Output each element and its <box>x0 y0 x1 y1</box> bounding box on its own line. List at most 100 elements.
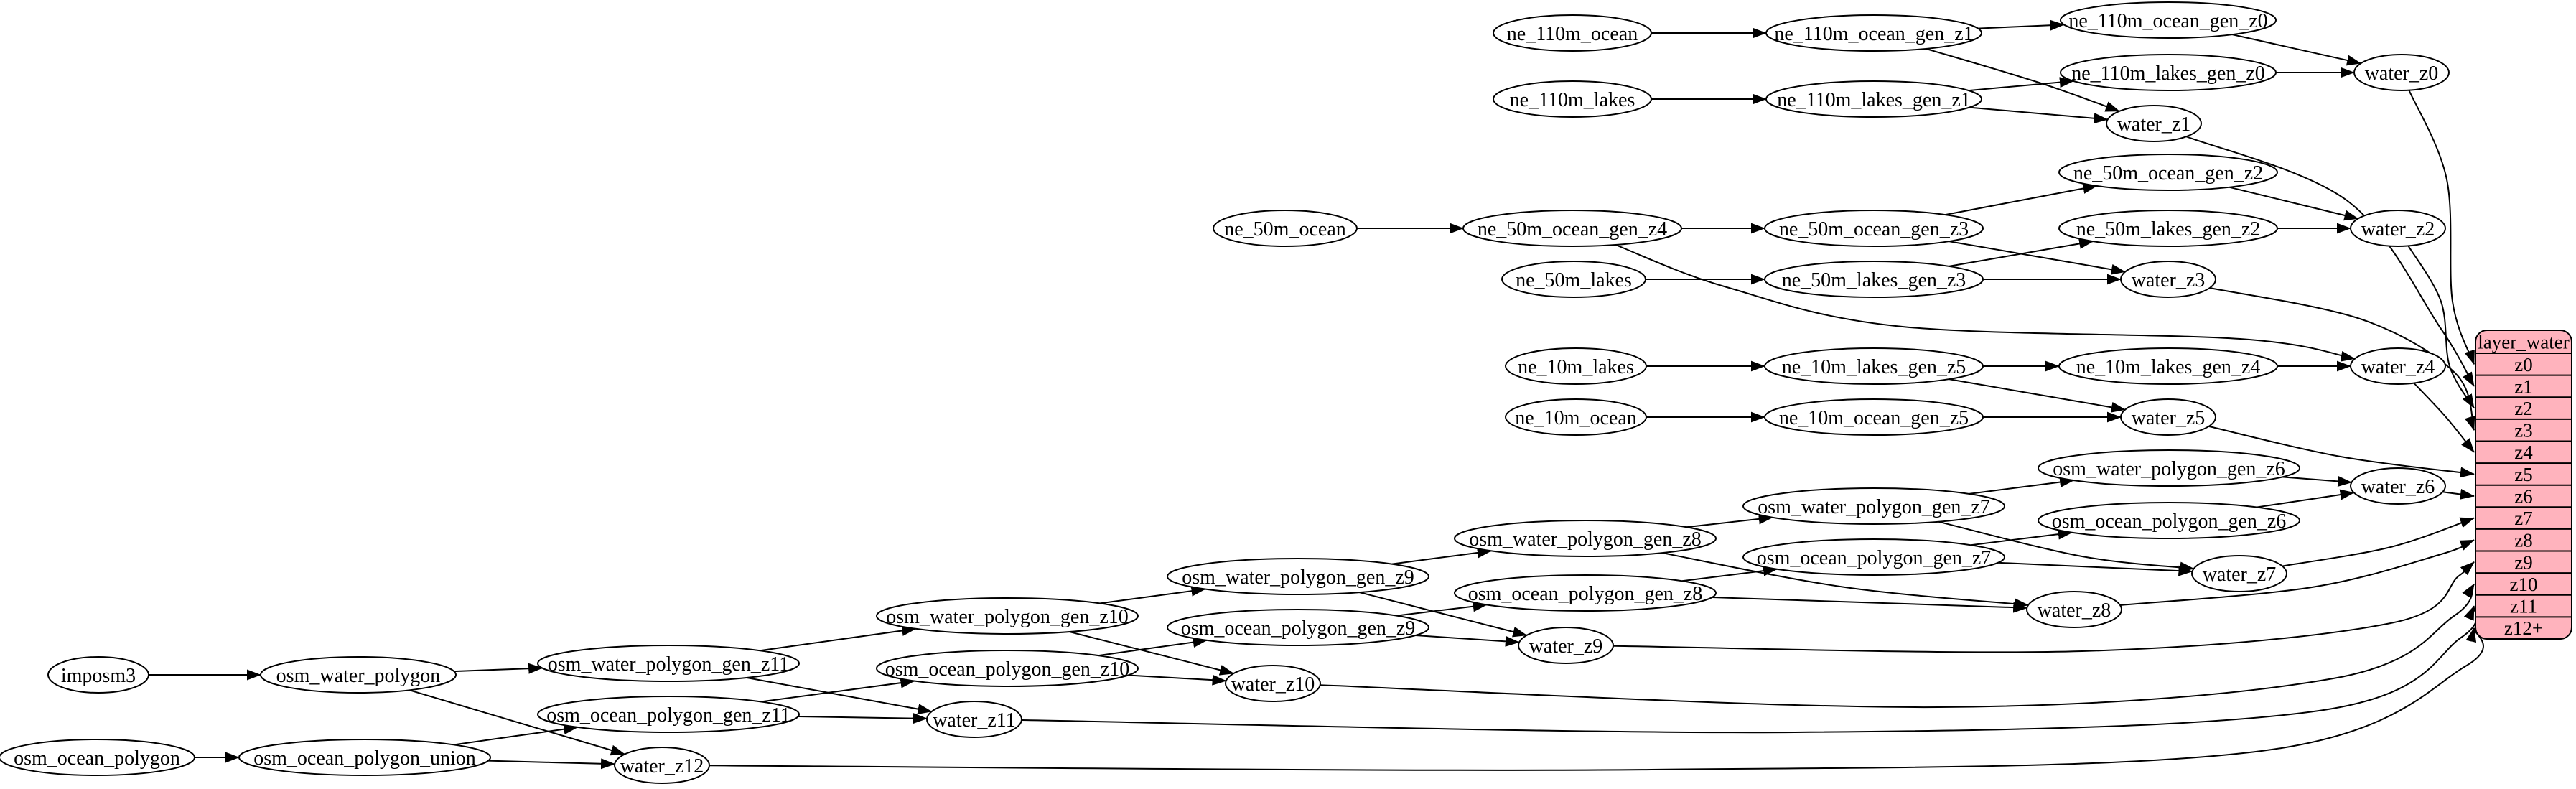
node-water_z4: water_z4 <box>2350 347 2446 385</box>
edge-osm_ocean_polygon_gen_z11-to-osm_ocean_polygon_gen_z10 <box>761 677 915 703</box>
node-ellipse <box>1765 80 1982 118</box>
node-ellipse <box>1493 14 1652 52</box>
node-label: ne_10m_lakes_gen_z4 <box>2076 356 2261 378</box>
edge-osm_ocean_polygon_gen_z10-to-water_z10 <box>1128 674 1227 686</box>
node-ellipse <box>2353 54 2450 91</box>
node-ellipse <box>2038 502 2300 539</box>
node-label: osm_ocean_polygon <box>14 747 180 770</box>
edge-water_z8-to-layer_water:z8 <box>2120 539 2475 606</box>
edge-water_z9-to-layer_water:z9 <box>1613 561 2475 653</box>
node-label: osm_ocean_polygon_gen_z11 <box>546 704 790 727</box>
node-ellipse <box>537 645 800 682</box>
edge-water_z12-to-layer_water:z12+ <box>709 627 2484 771</box>
record-row-z7: z7 <box>2514 508 2532 529</box>
node-ne_50m_lakes_gen_z3: ne_50m_lakes_gen_z3 <box>1764 261 1984 298</box>
edge-osm_ocean_polygon_gen_z9-to-water_z9 <box>1415 635 1520 647</box>
node-label: ne_50m_lakes_gen_z2 <box>2076 218 2261 241</box>
node-label: osm_ocean_polygon_gen_z6 <box>2052 510 2287 533</box>
node-ne_50m_ocean: ne_50m_ocean <box>1213 210 1358 247</box>
node-water_z6: water_z6 <box>2350 467 2446 505</box>
edge-osm_water_polygon_gen_z11-to-water_z11 <box>747 677 933 715</box>
record-row-z2: z2 <box>2514 398 2532 419</box>
node-label: osm_water_polygon_gen_z6 <box>2053 458 2285 480</box>
node-ellipse <box>2350 467 2446 505</box>
node-water_z1: water_z1 <box>2106 105 2202 142</box>
node-ellipse <box>876 650 1139 687</box>
node-label: ne_110m_ocean_gen_z1 <box>1774 23 1973 45</box>
node-osm_ocean_polygon_union: osm_ocean_polygon_union <box>238 739 491 776</box>
record-layer_water: layer_waterz0z1z2z3z4z5z6z7z8z9z10z11z12… <box>2475 330 2572 640</box>
node-ellipse <box>1225 665 1321 702</box>
node-ellipse <box>0 739 195 776</box>
node-ne_50m_ocean_gen_z2: ne_50m_ocean_gen_z2 <box>2058 154 2278 191</box>
node-osm_ocean_polygon: osm_ocean_polygon <box>0 739 195 776</box>
node-ellipse <box>1518 627 1614 664</box>
node-osm_ocean_polygon_gen_z6: osm_ocean_polygon_gen_z6 <box>2038 502 2300 539</box>
edge-osm_water_polygon_gen_z11-to-osm_water_polygon_gen_z10 <box>760 625 917 652</box>
node-label: osm_water_polygon_gen_z9 <box>1182 566 1414 589</box>
node-label: ne_50m_ocean <box>1224 218 1346 241</box>
record-row-z9: z9 <box>2514 551 2532 573</box>
node-label: osm_water_polygon_gen_z7 <box>1758 496 1990 518</box>
node-ellipse <box>1764 261 1984 298</box>
edge-osm_water_polygon_gen_z9-to-water_z9 <box>1359 592 1528 638</box>
node-label: ne_50m_ocean_gen_z4 <box>1478 218 1667 241</box>
edge-osm_water_polygon-to-osm_water_polygon_gen_z11 <box>454 663 543 674</box>
edge-water_z3-to-layer_water:z3 <box>2209 287 2475 431</box>
node-osm_ocean_polygon_gen_z11: osm_ocean_polygon_gen_z11 <box>537 696 800 733</box>
node-ellipse <box>238 739 491 776</box>
node-label: water_z1 <box>2117 113 2191 136</box>
node-label: water_z7 <box>2203 564 2277 586</box>
node-ellipse <box>876 597 1139 635</box>
record-row-z5: z5 <box>2514 464 2532 485</box>
record-row-z4: z4 <box>2514 442 2533 463</box>
node-ellipse <box>1213 210 1358 247</box>
node-imposm3: imposm3 <box>47 656 149 694</box>
node-ne_110m_ocean: ne_110m_ocean <box>1493 14 1652 52</box>
edge-ne_50m_ocean_gen_z2-to-water_z2 <box>2229 186 2359 221</box>
node-ellipse <box>1764 398 1984 436</box>
node-label: ne_50m_lakes_gen_z3 <box>1782 269 1966 291</box>
node-ellipse <box>1167 609 1429 646</box>
node-water_z0: water_z0 <box>2353 54 2450 91</box>
edge-osm_water_polygon_gen_z7-to-osm_water_polygon_gen_z6 <box>1969 477 2075 495</box>
node-label: osm_ocean_polygon_gen_z8 <box>1468 583 1703 605</box>
node-ellipse <box>2191 555 2287 592</box>
edge-water_z11-to-layer_water:z11 <box>1021 605 2478 734</box>
node-ne_50m_ocean_gen_z4: ne_50m_ocean_gen_z4 <box>1462 210 1682 247</box>
edge-osm_water_polygon-to-water_z12 <box>409 689 625 756</box>
node-ne_110m_ocean_gen_z1: ne_110m_ocean_gen_z1 <box>1765 14 1982 52</box>
node-label: ne_110m_lakes <box>1510 89 1635 111</box>
node-label: water_z3 <box>2132 269 2206 291</box>
node-ellipse <box>1462 210 1682 247</box>
node-label: ne_50m_lakes <box>1516 269 1632 291</box>
edge-ne_10m_lakes_gen_z5-to-water_z5 <box>1949 378 2126 413</box>
node-ellipse <box>2026 591 2122 628</box>
node-ne_110m_lakes_gen_z1: ne_110m_lakes_gen_z1 <box>1765 80 1982 118</box>
edge-osm_water_polygon_gen_z10-to-water_z10 <box>1069 631 1235 676</box>
node-label: osm_ocean_polygon_gen_z7 <box>1757 547 1992 569</box>
node-ne_110m_ocean_gen_z0: ne_110m_ocean_gen_z0 <box>2060 1 2277 39</box>
edge-ne_110m_ocean_gen_z1-to-water_z1 <box>1926 47 2120 112</box>
edge-osm_ocean_polygon_gen_z7-to-osm_ocean_polygon_gen_z6 <box>1970 528 2073 546</box>
node-water_z5: water_z5 <box>2120 398 2216 436</box>
node-ellipse <box>2120 261 2216 298</box>
node-ellipse <box>2120 398 2216 436</box>
edge-water_z7-to-layer_water:z7 <box>2282 517 2475 567</box>
record-row-z3: z3 <box>2514 420 2532 442</box>
edge-osm_ocean_polygon_gen_z8-to-water_z8 <box>1712 597 2028 613</box>
record-row-z10: z10 <box>2510 574 2538 595</box>
node-ellipse <box>2060 1 2277 39</box>
node-label: osm_water_polygon_gen_z10 <box>886 606 1129 628</box>
record-row-z8: z8 <box>2514 530 2532 551</box>
node-ellipse <box>1742 538 2005 576</box>
node-label: ne_110m_lakes_gen_z0 <box>2071 62 2265 85</box>
node-water_z11: water_z11 <box>926 701 1022 738</box>
node-ne_110m_lakes: ne_110m_lakes <box>1493 80 1652 118</box>
edge-osm_ocean_polygon_gen_z11-to-water_z11 <box>798 713 928 724</box>
record-row-z1: z1 <box>2514 375 2532 397</box>
node-water_z8: water_z8 <box>2026 591 2122 628</box>
node-water_z10: water_z10 <box>1225 665 1321 702</box>
node-osm_water_polygon_gen_z10: osm_water_polygon_gen_z10 <box>876 597 1139 635</box>
